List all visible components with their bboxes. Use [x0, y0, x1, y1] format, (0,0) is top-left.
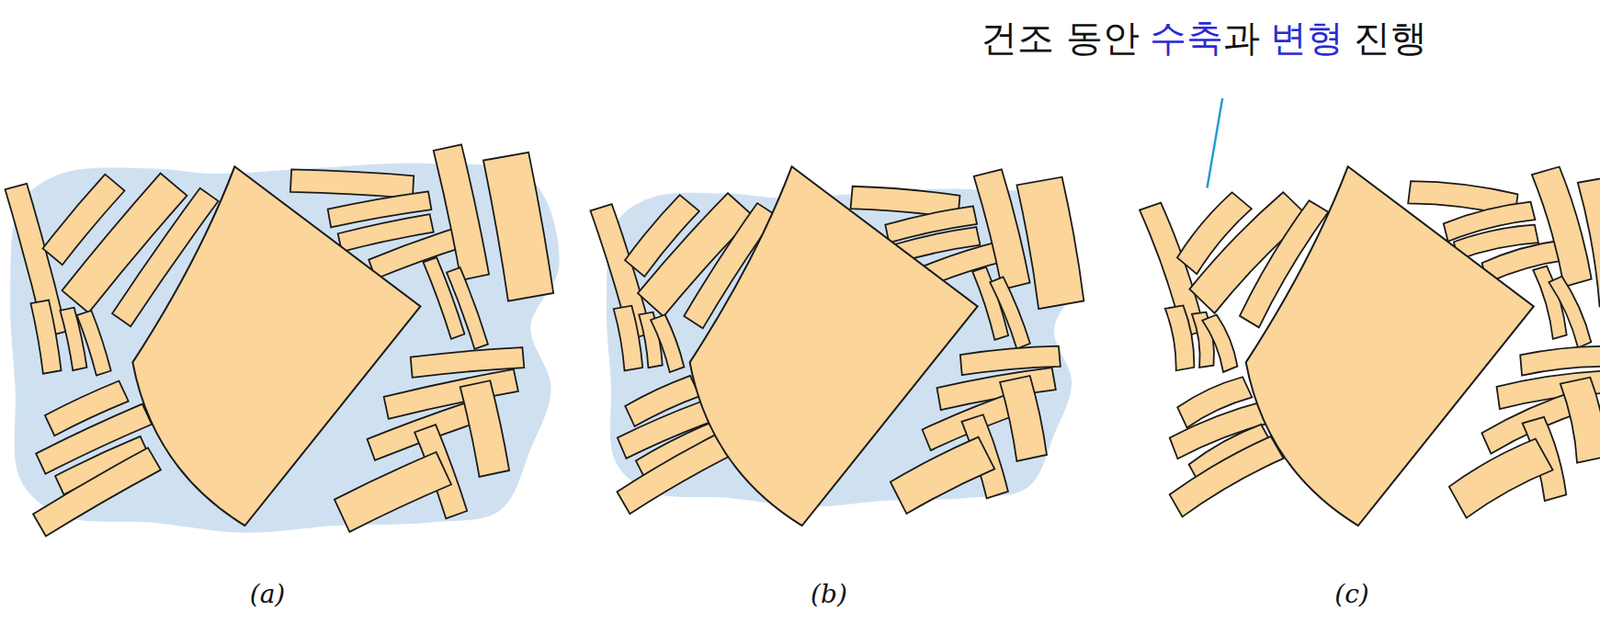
- particle-panel: [1139, 166, 1600, 526]
- clay-platelet: [889, 435, 995, 514]
- clay-platelet: [1016, 176, 1086, 309]
- large-particle: [1246, 166, 1534, 526]
- clay-platelet: [1520, 343, 1600, 376]
- clay-platelet: [30, 299, 62, 374]
- clay-platelet: [483, 152, 555, 302]
- clay-platelet: [1560, 376, 1600, 464]
- particle-panel: [5, 144, 560, 536]
- clay-platelet: [1202, 313, 1240, 373]
- clay-platelet: [1577, 174, 1600, 307]
- note-text: 변형: [1270, 16, 1344, 59]
- panel-label: (a): [249, 578, 286, 610]
- clay-platelet: [989, 276, 1032, 350]
- clay-platelet: [1447, 436, 1553, 519]
- clay-platelet: [650, 314, 686, 373]
- clay-platelet: [290, 168, 414, 198]
- panel-label: (c): [1334, 578, 1370, 610]
- clay-platelet: [32, 446, 160, 536]
- panel-label: (b): [810, 578, 848, 610]
- large-particle: [690, 166, 978, 526]
- note-text: 진행: [1353, 16, 1428, 59]
- clay-platelet: [999, 375, 1048, 462]
- clay-platelet: [616, 431, 732, 514]
- leader-line: [1207, 98, 1224, 189]
- note-text: 건조 동안: [980, 16, 1140, 59]
- large-particle: [132, 166, 420, 526]
- clay-platelet: [1548, 274, 1594, 348]
- clay-platelet: [460, 380, 511, 477]
- note-text: 수축: [1149, 16, 1224, 59]
- particle-panel: [590, 166, 1086, 526]
- note-text: 과: [1223, 16, 1260, 59]
- clay-platelet: [1168, 433, 1284, 517]
- note-heading: 건조 동안수축과변형진행: [980, 12, 1428, 64]
- clay-platelet: [77, 310, 113, 376]
- clay-platelet: [433, 144, 491, 281]
- clay-platelet: [446, 267, 489, 350]
- clay-platelet: [333, 451, 452, 533]
